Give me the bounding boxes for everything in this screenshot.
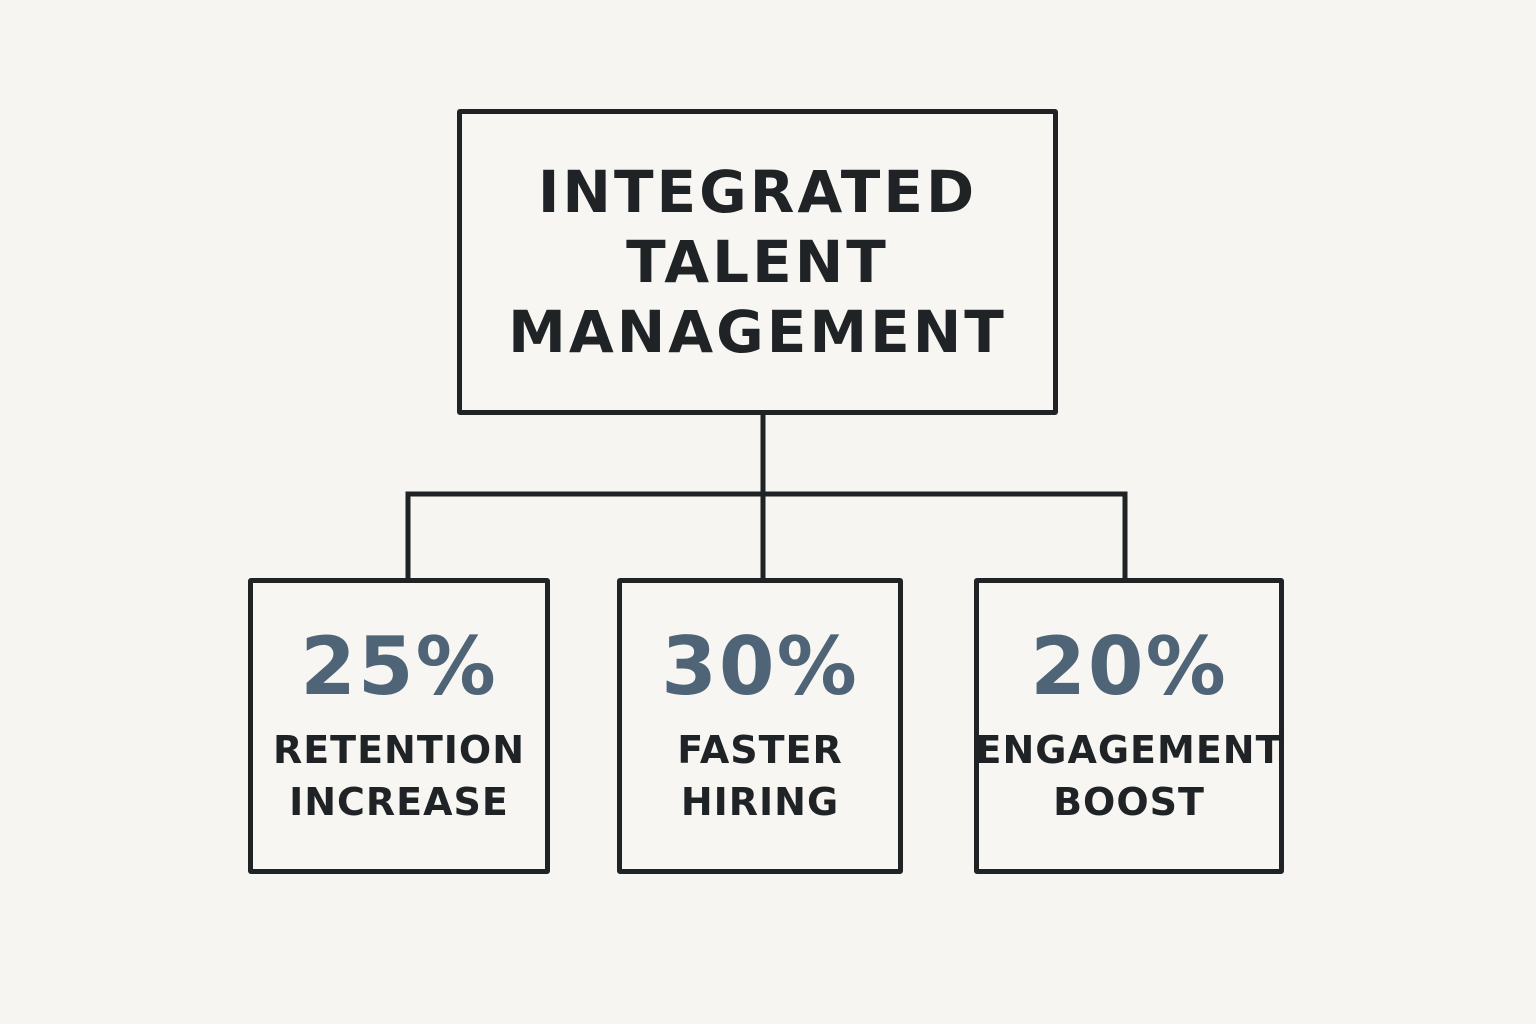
stat-value: 30% <box>661 620 859 713</box>
root-title-line: TALENT <box>626 228 889 296</box>
stat-value: 20% <box>1030 620 1228 713</box>
stat-label-line: RETENTION <box>272 728 526 772</box>
root-title-line: INTEGRATED <box>537 158 978 226</box>
child-node-engagement: 20% ENGAGEMENT BOOST <box>974 578 1284 874</box>
child-node-retention: 25% RETENTION INCREASE <box>248 578 550 874</box>
root-node-integrated-talent-management: INTEGRATED TALENT MANAGEMENT <box>457 109 1058 415</box>
stat-label-line: HIRING <box>680 780 840 824</box>
stat-label-line: FASTER <box>677 728 843 772</box>
stat-label-line: ENGAGEMENT <box>975 728 1283 772</box>
root-title-line: MANAGEMENT <box>508 298 1007 366</box>
child-node-hiring: 30% FASTER HIRING <box>617 578 903 874</box>
stat-label-line: BOOST <box>1053 780 1205 824</box>
stat-value: 25% <box>300 620 498 713</box>
stat-label-line: INCREASE <box>289 780 509 824</box>
